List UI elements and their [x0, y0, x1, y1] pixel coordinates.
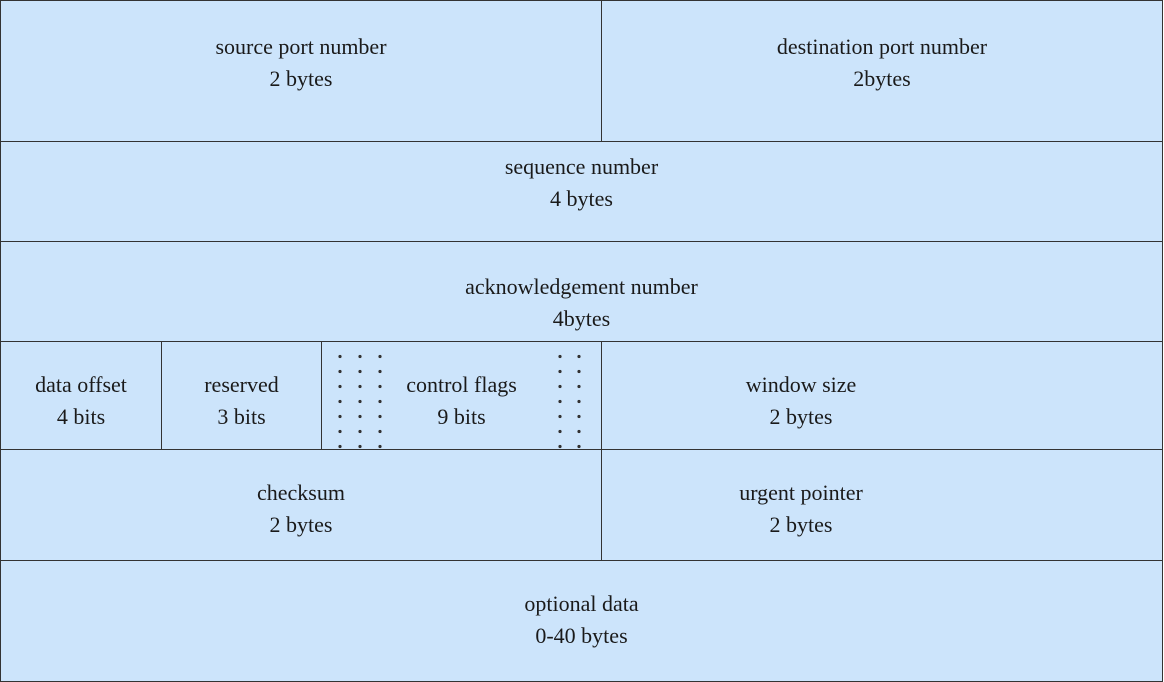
field-destination-port: destination port number 2bytes	[601, 0, 1163, 142]
field-name: reserved	[204, 372, 279, 397]
field-name: data offset	[35, 372, 127, 397]
field-size: 2 bytes	[769, 404, 833, 429]
field-reserved: reserved 3 bits	[161, 341, 322, 450]
field-size: 0-40 bytes	[535, 623, 628, 648]
field-window-size: window size 2 bytes	[601, 341, 1163, 450]
field-name: urgent pointer	[739, 480, 863, 505]
field-name: checksum	[257, 480, 345, 505]
flag-bit-divider	[577, 349, 581, 451]
field-size: 3 bits	[217, 404, 266, 429]
field-name: acknowledgement number	[465, 274, 698, 299]
field-size: 4 bytes	[550, 186, 613, 211]
field-name: control flags	[406, 372, 517, 397]
field-size: 2 bytes	[769, 512, 833, 537]
field-acknowledgement-number: acknowledgement number 4bytes	[0, 241, 1163, 342]
flag-bit-divider	[338, 349, 342, 451]
field-size: 2bytes	[853, 66, 911, 91]
field-data-offset: data offset 4 bits	[0, 341, 162, 450]
flag-bit-divider	[558, 349, 562, 451]
field-urgent-pointer: urgent pointer 2 bytes	[601, 449, 1163, 561]
flag-bit-divider	[378, 349, 382, 451]
flag-bit-divider	[358, 349, 362, 451]
field-checksum: checksum 2 bytes	[0, 449, 602, 561]
field-size: 4 bits	[56, 404, 106, 429]
field-name: destination port number	[776, 34, 988, 59]
field-size: 9 bits	[437, 404, 486, 429]
field-control-flags: control flags 9 bits	[321, 341, 602, 450]
field-name: sequence number	[504, 154, 659, 179]
field-name: source port number	[215, 34, 387, 59]
field-size: 4bytes	[552, 306, 611, 331]
field-sequence-number: sequence number 4 bytes	[0, 141, 1163, 242]
field-name: window size	[745, 372, 857, 397]
field-source-port: source port number 2 bytes	[0, 0, 602, 142]
field-name: optional data	[524, 591, 639, 616]
field-size: 2 bytes	[269, 66, 333, 91]
field-optional-data: optional data 0-40 bytes	[0, 560, 1163, 682]
field-size: 2 bytes	[269, 512, 333, 537]
